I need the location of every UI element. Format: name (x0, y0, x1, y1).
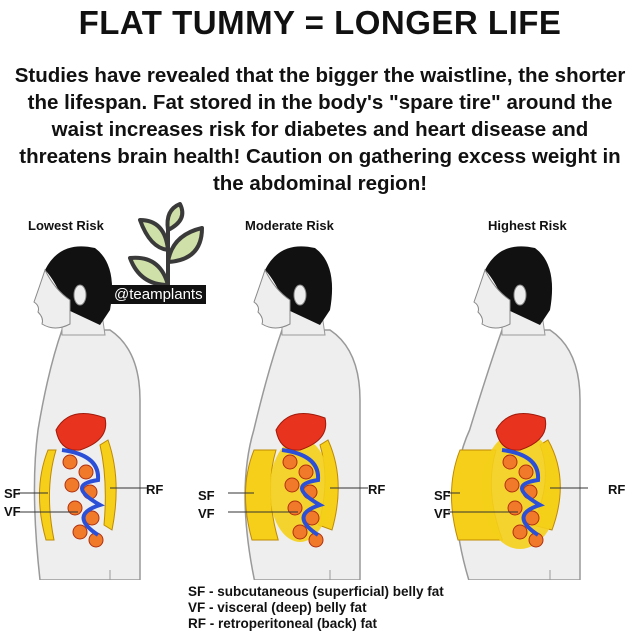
sf-label-2: SF (198, 488, 215, 503)
intestine-loop (78, 464, 94, 480)
intestine-vessel (61, 448, 105, 537)
intestine-loop (502, 454, 518, 470)
watermark-handle: @teamplants (111, 285, 206, 304)
body-figure-lowest (18, 246, 148, 580)
plant-logo-icon (128, 202, 204, 295)
subcutaneous-fat (245, 449, 279, 541)
risk-label-highest: Highest Risk (488, 218, 567, 233)
intestine-loop (298, 464, 314, 480)
visceral-fat (481, 431, 559, 549)
legend-item-sf: SF - subcutaneous (superficial) belly fa… (188, 584, 444, 599)
vf-label-1: VF (4, 504, 21, 519)
face (33, 268, 71, 329)
intestine-loop (284, 477, 300, 493)
vf-label-3: VF (434, 506, 451, 521)
intestine-loop (67, 500, 83, 516)
intestine-loop (512, 524, 528, 540)
ear (293, 284, 307, 306)
intestine-loop (72, 524, 88, 540)
liver (275, 413, 327, 451)
intestine-loop (282, 454, 298, 470)
legend-item-rf: RF - retroperitoneal (back) fat (188, 616, 378, 631)
intestine-loop (287, 500, 303, 516)
legend: SF - subcutaneous (superficial) belly fa… (188, 584, 444, 632)
risk-label-lowest: Lowest Risk (28, 218, 104, 233)
ear (513, 284, 527, 306)
intestine-loop (518, 464, 534, 480)
page-title: FLAT TUMMY = LONGER LIFE (78, 4, 562, 41)
rf-label-1: RF (146, 482, 164, 497)
retroperitoneal-fat (99, 439, 117, 531)
subcutaneous-fat (39, 449, 57, 541)
legend-item-vf: VF - visceral (deep) belly fat (188, 600, 367, 615)
risk-label-moderate: Moderate Risk (245, 218, 334, 233)
intestine-loop (507, 500, 523, 516)
sf-label-1: SF (4, 486, 21, 501)
vf-label-2: VF (198, 506, 215, 521)
ear (73, 284, 87, 306)
face (253, 268, 291, 329)
liver (55, 413, 107, 451)
intestine-loop (62, 454, 78, 470)
intestine-vessel (281, 448, 325, 537)
face (473, 268, 511, 329)
rf-label-3: RF (608, 482, 626, 497)
intestine-loop (292, 524, 308, 540)
intro-text: Studies have revealed that the bigger th… (14, 64, 626, 195)
body-figure-moderate (228, 246, 368, 580)
rf-label-2: RF (368, 482, 386, 497)
liver (495, 413, 547, 451)
body-figure-highest (448, 246, 588, 580)
intestine-vessel (501, 448, 545, 537)
intestine-loop (64, 477, 80, 493)
sf-label-3: SF (434, 488, 451, 503)
intestine-loop (504, 477, 520, 493)
